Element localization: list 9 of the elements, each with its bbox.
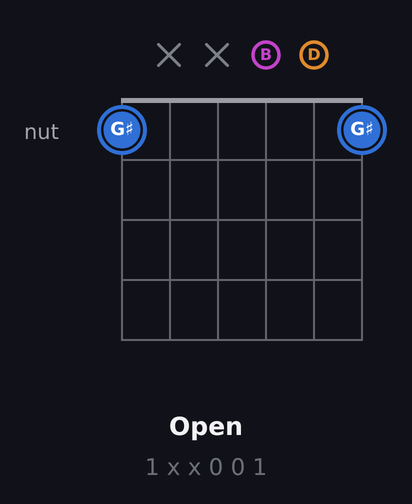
cross-icon [157,43,181,67]
cross-icon [205,43,229,67]
finger-dot: G♯ [337,105,387,155]
finger-dot: G♯ [97,105,147,155]
fingering-text: 1 x x 0 0 1 [144,455,268,481]
chord-title: Open [169,412,243,441]
open-string-marker: B [251,40,281,70]
open-string-marker: D [299,40,329,70]
nut-label: nut [24,120,59,144]
